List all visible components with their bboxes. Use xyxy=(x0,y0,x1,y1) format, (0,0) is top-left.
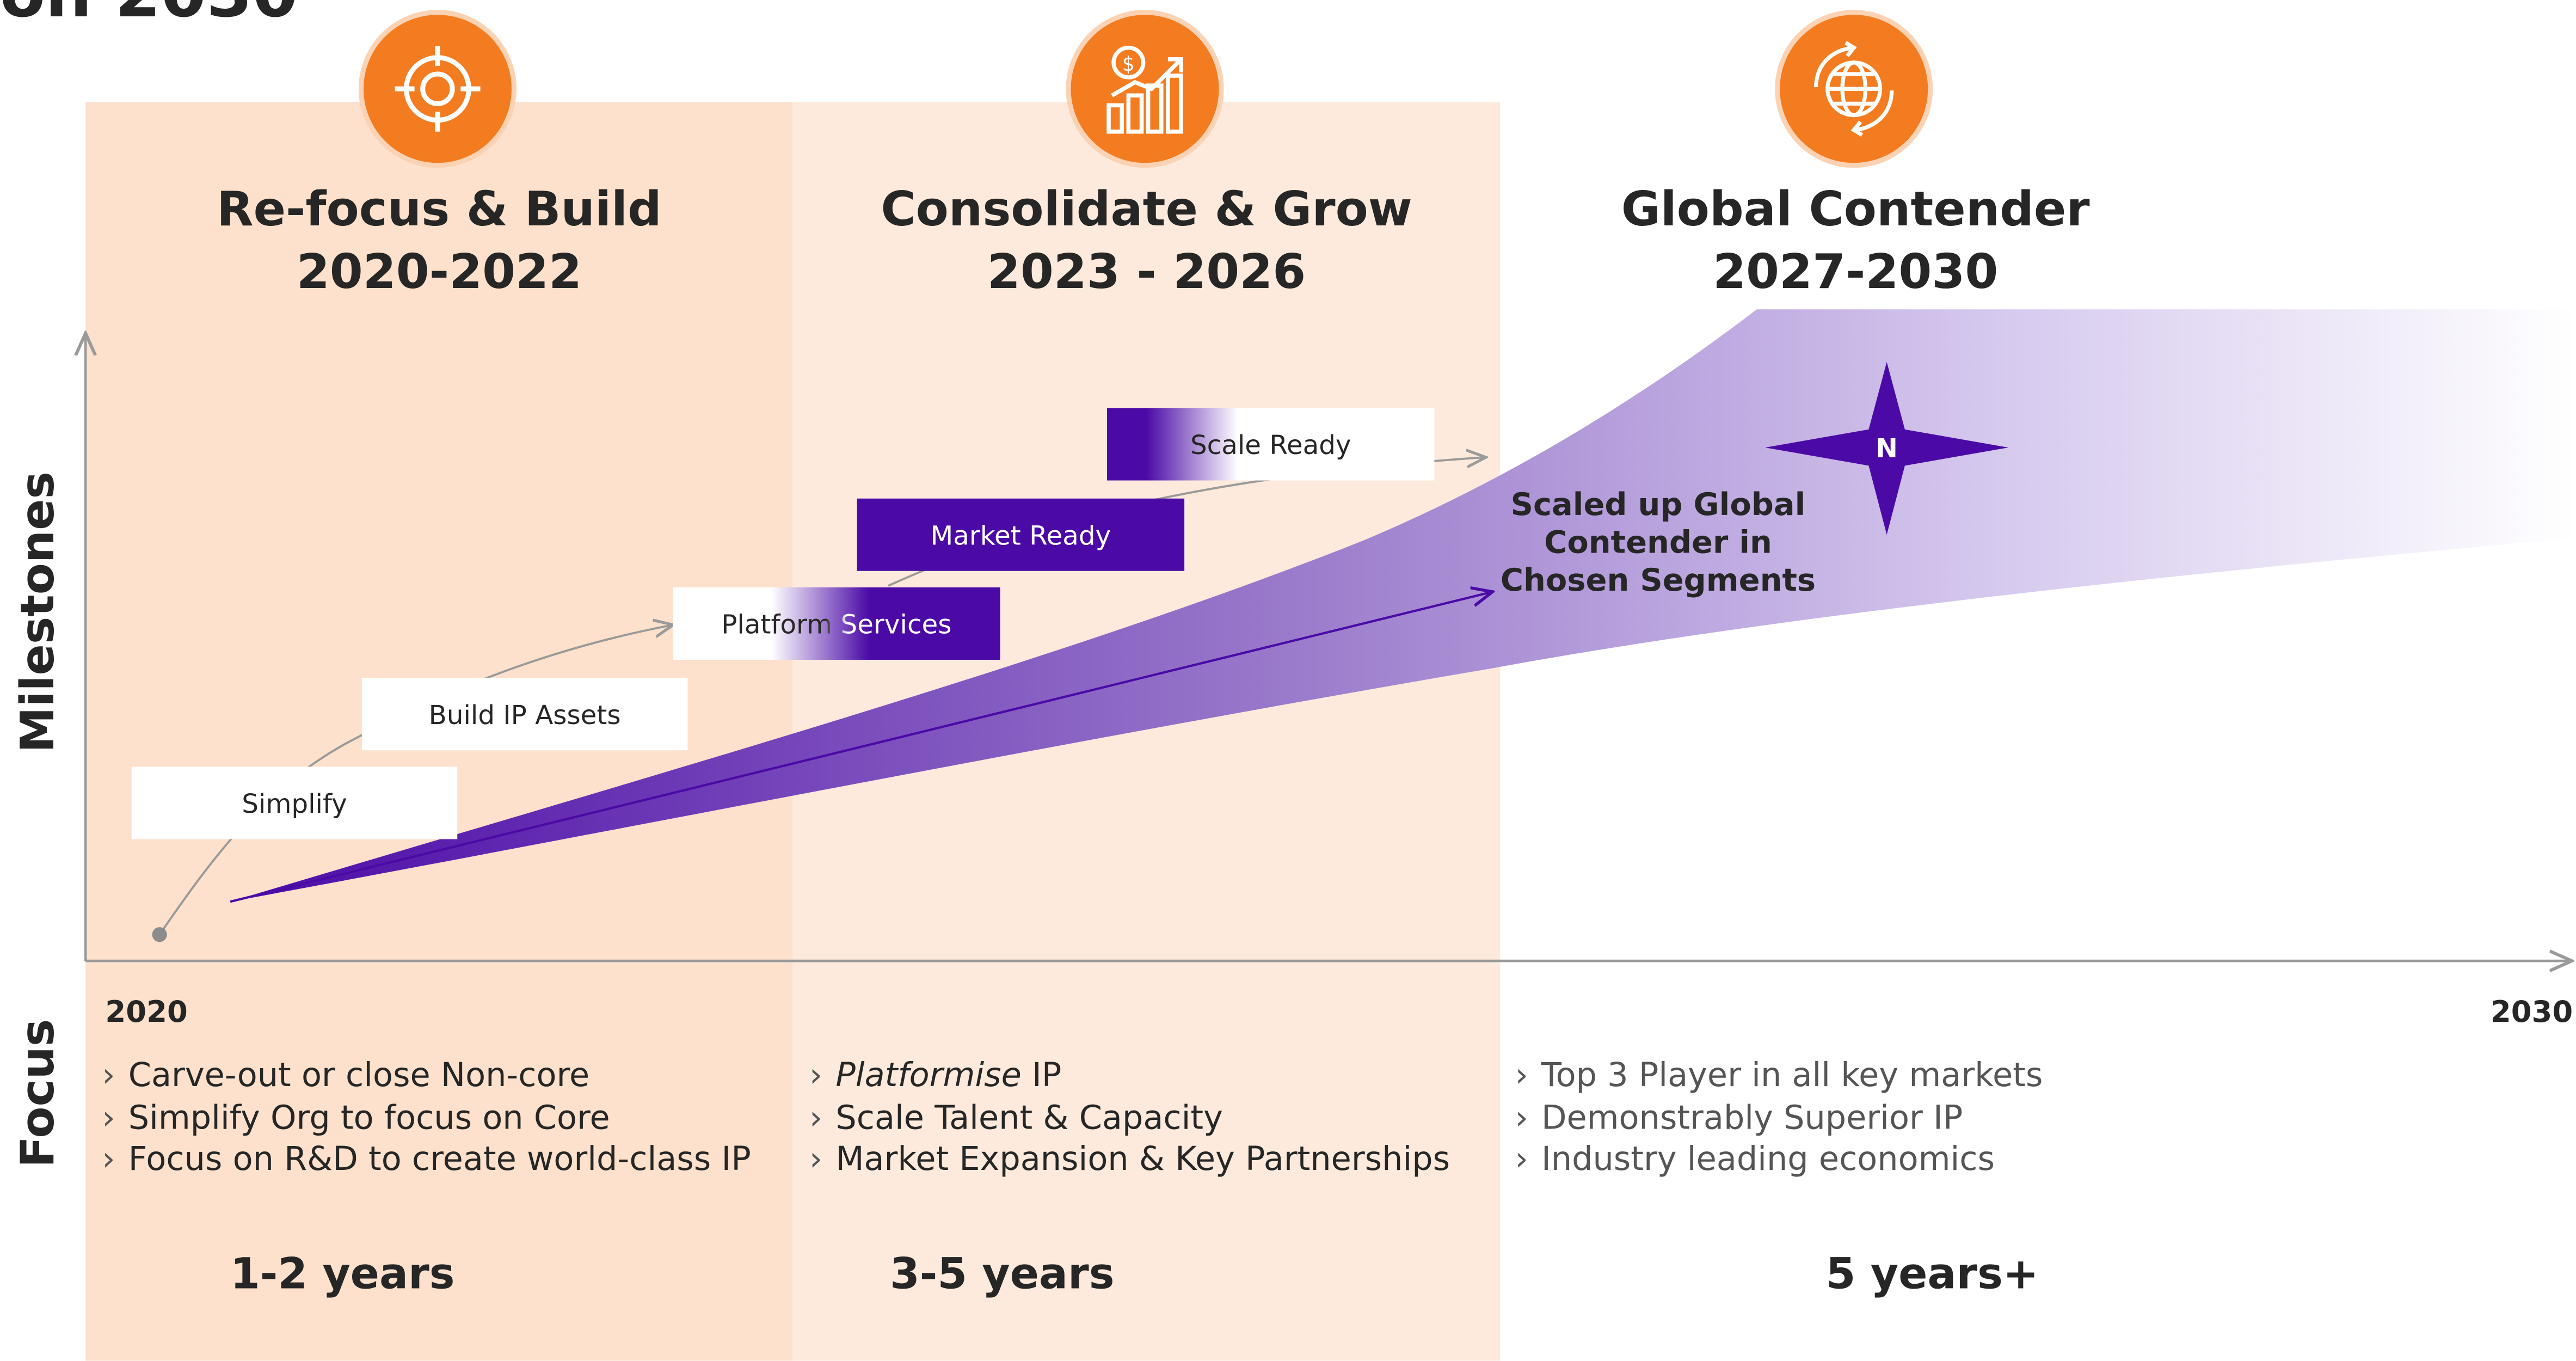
phase-3-duration: 5 years+ xyxy=(1825,1250,2039,1300)
milestone-scale-ready: Scale Ready xyxy=(1107,408,1435,481)
globe-icon xyxy=(1775,10,1933,168)
trend-arrow xyxy=(230,592,1490,903)
milestone-curve xyxy=(158,625,671,935)
focus-label: Focus xyxy=(10,1019,65,1168)
goal-line: Contender in xyxy=(1544,525,1772,561)
svg-text:$: $ xyxy=(1122,52,1135,76)
x-axis-start-year: 2020 xyxy=(105,995,188,1030)
header-fragment: on 2030 xyxy=(0,0,298,33)
milestone-market-ready: Market Ready xyxy=(857,498,1185,571)
phase-1-duration: 1-2 years xyxy=(230,1250,455,1300)
focus-item: Focus on R&D to create world-class IP xyxy=(102,1138,751,1180)
start-point xyxy=(152,927,167,942)
compass-icon: N xyxy=(1765,361,2009,535)
phase-2-duration: 3-5 years xyxy=(890,1250,1115,1300)
phase-3-focus-list: Top 3 Player in all key markets Demonstr… xyxy=(1515,1055,2043,1180)
focus-item: Simplify Org to focus on Core xyxy=(102,1096,751,1138)
focus-item: Demonstrably Superior IP xyxy=(1515,1096,2043,1138)
phase-2-focus-list: Platformise IP Scale Talent & Capacity M… xyxy=(809,1055,1450,1180)
goal-line: Scaled up Global xyxy=(1510,487,1806,524)
growth-wedge xyxy=(230,309,2576,902)
focus-item: Scale Talent & Capacity xyxy=(809,1096,1450,1138)
focus-item: Top 3 Player in all key markets xyxy=(1515,1055,2043,1096)
svg-text:N: N xyxy=(1876,433,1897,464)
x-axis-end-year: 2030 xyxy=(2490,995,2573,1030)
target-icon xyxy=(358,10,517,168)
focus-item: Industry leading economics xyxy=(1515,1138,2043,1180)
focus-item: Market Expansion & Key Partnerships xyxy=(809,1138,1450,1180)
milestone-simplify: Simplify xyxy=(131,767,458,839)
milestone-build-ip-assets: Build IP Assets xyxy=(361,678,688,751)
milestone-platform-services: Platform Services xyxy=(673,587,1000,660)
focus-item: Platformise IP xyxy=(809,1055,1450,1096)
goal-text: Scaled up Global Contender in Chosen Seg… xyxy=(1493,487,1822,601)
focus-item: Carve-out or close Non-core xyxy=(102,1055,751,1096)
phase-1-focus-list: Carve-out or close Non-core Simplify Org… xyxy=(102,1055,751,1180)
goal-line: Chosen Segments xyxy=(1500,562,1816,599)
growth-chart-icon: $ xyxy=(1066,10,1224,168)
milestone-platform-services-label: Platform Services xyxy=(721,608,952,640)
milestones-axis-label: Milestones xyxy=(10,471,65,753)
